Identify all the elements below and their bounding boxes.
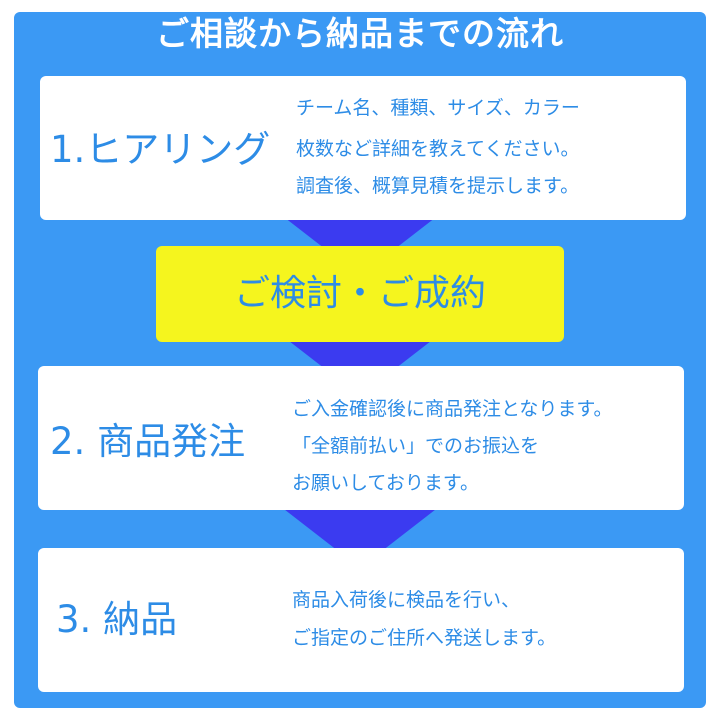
step-card-delivery: 3. 納品 商品入荷後に検品を行い、 ご指定のご住所へ発送します。 (38, 548, 684, 692)
step-description-line: お願いしております。 (292, 472, 479, 494)
step-description-line: 枚数など詳細を教えてください。 (296, 138, 580, 160)
step-description-line: チーム名、種類、サイズ、カラー (296, 97, 580, 119)
decision-label: ご検討・ご成約 (233, 273, 486, 314)
step-label: 1.ヒアリング (50, 128, 271, 171)
step-description-line: ご入金確認後に商品発注となります。 (292, 398, 613, 420)
step-label: 2. 商品発注 (50, 420, 246, 463)
step-description-line: ご指定のご住所へ発送します。 (292, 627, 557, 649)
step-label: 3. 納品 (56, 598, 178, 641)
page-title: ご相談から納品までの流れ (156, 14, 564, 53)
step-card-order: 2. 商品発注 ご入金確認後に商品発注となります。 「全額前払い」でのお振込を … (38, 366, 684, 510)
step-description-line: 調査後、概算見積を提示します。 (296, 175, 580, 197)
step-card-hearing: 1.ヒアリング チーム名、種類、サイズ、カラー 枚数など詳細を教えてください。 … (40, 76, 686, 220)
step-description-line: 商品入荷後に検品を行い、 (292, 589, 521, 611)
decision-box: ご検討・ご成約 (156, 246, 564, 342)
step-description-line: 「全額前払い」でのお振込を (292, 435, 540, 457)
